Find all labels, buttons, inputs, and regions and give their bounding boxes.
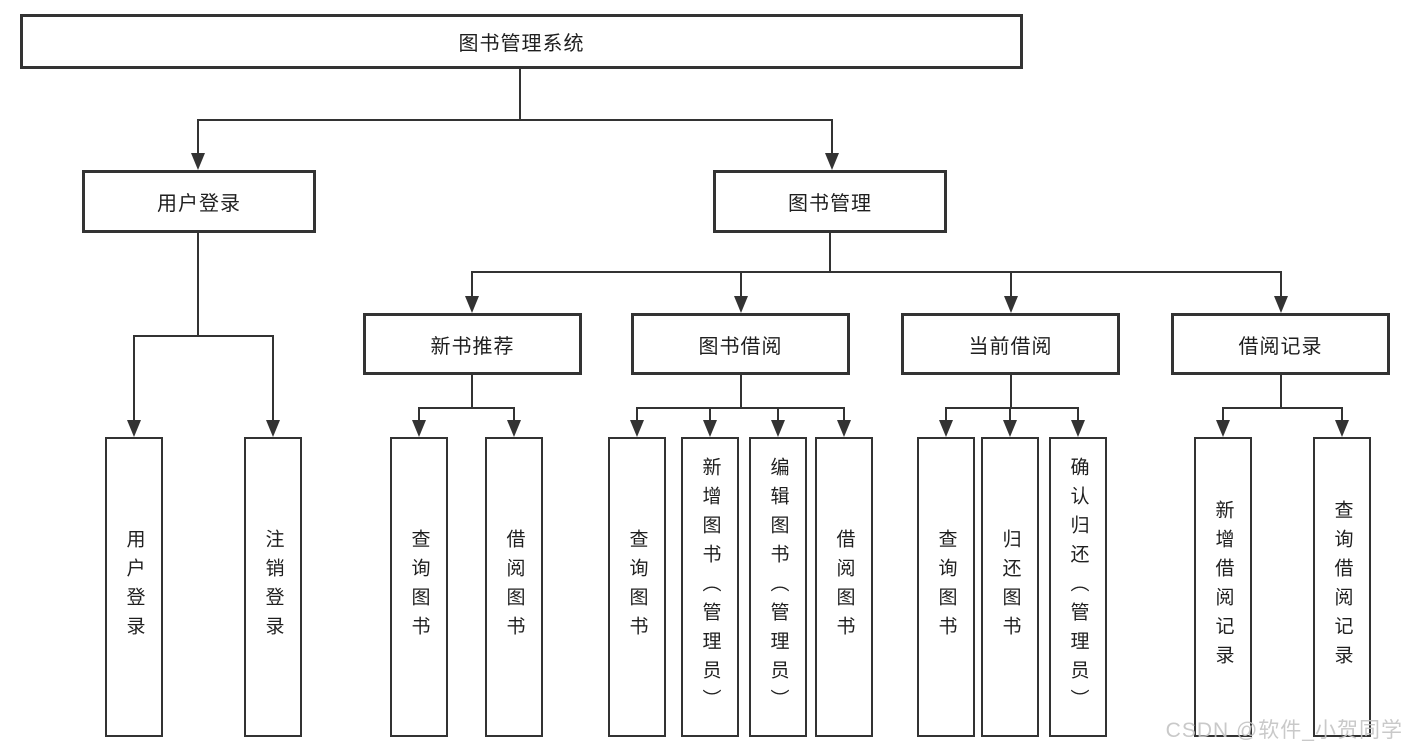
node-current-borrow: 当前借阅 xyxy=(901,313,1120,375)
leaf-logout-label: 注销登录 xyxy=(262,529,284,645)
leaf-query-books-borrow: 查询图书 xyxy=(608,437,666,737)
leaf-edit-book-admin-label: 编辑图书（管理员） xyxy=(767,456,789,718)
leaf-add-book-admin: 新增图书（管理员） xyxy=(681,437,739,737)
leaf-borrow-books-recommend: 借阅图书 xyxy=(485,437,543,737)
node-book-borrow-label: 图书借阅 xyxy=(698,335,783,358)
leaf-query-borrow-record: 查询借阅记录 xyxy=(1313,437,1371,737)
leaf-borrow-books-recommend-label: 借阅图书 xyxy=(503,529,525,645)
node-current-borrow-label: 当前借阅 xyxy=(968,335,1053,358)
leaf-query-books-borrow-label: 查询图书 xyxy=(626,529,648,645)
leaf-borrow-books: 借阅图书 xyxy=(815,437,873,737)
node-book-borrow: 图书借阅 xyxy=(631,313,850,375)
leaf-add-borrow-record-label: 新增借阅记录 xyxy=(1212,500,1234,674)
leaf-logout: 注销登录 xyxy=(244,437,302,737)
leaf-return-books-label: 归还图书 xyxy=(999,529,1021,645)
node-library-system: 图书管理系统 xyxy=(20,14,1023,69)
leaf-query-books-recommend-label: 查询图书 xyxy=(408,529,430,645)
leaf-edit-book-admin: 编辑图书（管理员） xyxy=(749,437,807,737)
leaf-query-books-current-label: 查询图书 xyxy=(935,529,957,645)
node-book-management: 图书管理 xyxy=(713,170,947,233)
leaf-query-borrow-record-label: 查询借阅记录 xyxy=(1331,500,1353,674)
leaf-borrow-books-label: 借阅图书 xyxy=(833,529,855,645)
node-book-management-label: 图书管理 xyxy=(788,193,872,215)
watermark: CSDN @软件_小贺同学 xyxy=(1165,719,1403,742)
leaf-query-books-current: 查询图书 xyxy=(917,437,975,737)
node-new-book-recommend: 新书推荐 xyxy=(363,313,582,375)
leaf-return-books: 归还图书 xyxy=(981,437,1039,737)
node-library-system-label: 图书管理系统 xyxy=(458,33,585,55)
node-user-login-label: 用户登录 xyxy=(157,193,241,215)
node-borrow-records: 借阅记录 xyxy=(1171,313,1390,375)
leaf-add-borrow-record: 新增借阅记录 xyxy=(1194,437,1252,737)
leaf-confirm-return-admin-label: 确认归还（管理员） xyxy=(1067,456,1089,718)
leaf-query-books-recommend: 查询图书 xyxy=(390,437,448,737)
node-new-book-recommend-label: 新书推荐 xyxy=(430,335,515,358)
leaf-confirm-return-admin: 确认归还（管理员） xyxy=(1049,437,1107,737)
node-borrow-records-label: 借阅记录 xyxy=(1238,335,1323,358)
leaf-add-book-admin-label: 新增图书（管理员） xyxy=(699,456,721,718)
leaf-user-login: 用户登录 xyxy=(105,437,163,737)
node-user-login: 用户登录 xyxy=(82,170,316,233)
leaf-user-login-label: 用户登录 xyxy=(123,529,145,645)
connector-arrowheads xyxy=(127,153,1349,437)
